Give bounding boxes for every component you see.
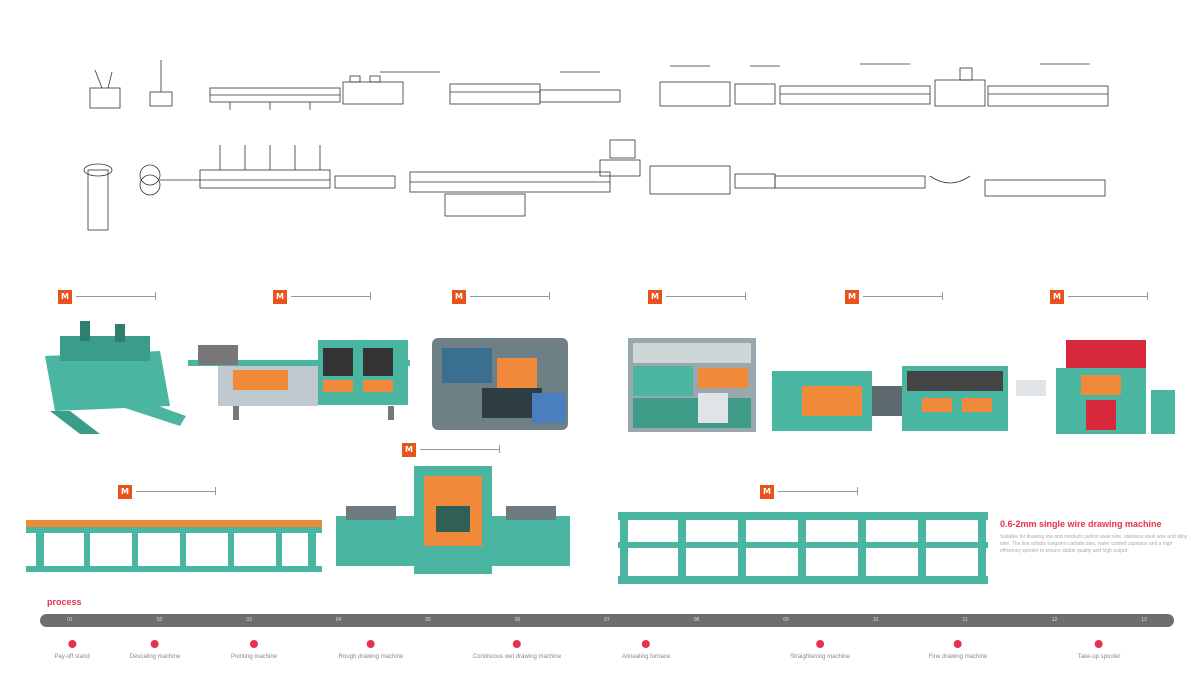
red-dot-icon <box>953 640 962 648</box>
drawing-line-photo <box>188 320 410 420</box>
timeline-segment-label: 10 <box>872 617 879 623</box>
brand-tag: M <box>273 290 371 304</box>
brand-tag: M <box>1050 290 1148 304</box>
process-timeline-bar: 01 02 03 04 05 06 07 08 09 10 11 12 13 <box>40 614 1174 627</box>
descaling-unit-photo <box>628 338 756 432</box>
timeline-segment-label: 04 <box>335 617 342 623</box>
wet-drawing-machine-photo <box>772 346 1008 438</box>
logo-icon: M <box>273 290 287 304</box>
red-dot-icon <box>150 640 159 648</box>
layout-drawing-bottom-row <box>60 130 1140 240</box>
cooling-frame-photo <box>618 512 988 586</box>
red-dot-icon <box>1094 640 1103 648</box>
process-step: Continuous wet drawing machine <box>473 640 561 660</box>
process-step-label: Pay-off stand <box>54 654 90 660</box>
brand-tag: M <box>118 485 216 499</box>
red-dot-icon <box>250 640 258 648</box>
timeline-segment-label: 07 <box>604 617 610 623</box>
layout-drawing-top-row <box>60 50 1140 120</box>
process-step: Straightening machine <box>790 640 850 660</box>
process-step: Pointing machine <box>231 640 277 660</box>
payoff-machine-photo <box>40 316 186 440</box>
process-step-label: Rough drawing machine <box>338 654 404 660</box>
timeline-segment-label: 06 <box>514 617 521 623</box>
timeline-segment-label: 01 <box>67 617 73 623</box>
logo-icon: M <box>845 290 859 304</box>
brand-tag: M <box>58 290 156 304</box>
die-box-closeup-photo <box>432 338 568 430</box>
red-dot-icon <box>367 640 375 648</box>
process-step: Fine drawing machine <box>928 640 988 660</box>
timeline-segment-label: 11 <box>962 617 968 623</box>
process-step-label: Fine drawing machine <box>928 654 988 660</box>
red-dot-icon <box>816 640 824 648</box>
logo-icon: M <box>452 290 466 304</box>
timeline-segment-label: 13 <box>1141 617 1147 623</box>
annealing-furnace-photo <box>1016 340 1178 436</box>
logo-icon: M <box>1050 290 1064 304</box>
logo-icon: M <box>58 290 72 304</box>
timeline-segment-label: 12 <box>1051 617 1058 623</box>
brand-tag: M <box>452 290 550 304</box>
straightening-frame-photo <box>26 520 322 574</box>
timeline-segment-label: 09 <box>783 617 789 623</box>
timeline-segment-label: 08 <box>693 617 700 623</box>
process-step: Pay-off stand <box>54 640 90 660</box>
process-step: Annealing furnace <box>622 640 670 660</box>
logo-icon: M <box>648 290 662 304</box>
brand-tag: M <box>648 290 746 304</box>
process-step-label: Annealing furnace <box>621 654 671 660</box>
logo-icon: M <box>118 485 132 499</box>
machine-description: Suitable for drawing low and medium carb… <box>1000 534 1188 554</box>
process-step: Rough drawing machine <box>338 640 404 660</box>
timeline-segment-label: 05 <box>425 617 431 623</box>
process-step-label: Take-up spooler <box>1077 654 1121 660</box>
process-step: Descaling machine <box>129 640 181 660</box>
process-step-label: Pointing machine <box>230 654 278 660</box>
machine-title: 0.6-2mm single wire drawing machine <box>1000 519 1162 529</box>
process-step-label: Straightening machine <box>790 654 850 660</box>
logo-icon: M <box>402 443 416 457</box>
brand-tag: M <box>760 485 858 499</box>
brand-tag: M <box>845 290 943 304</box>
red-dot-icon <box>68 640 76 648</box>
process-title: process <box>47 597 82 607</box>
brand-tag: M <box>402 443 500 457</box>
logo-icon: M <box>760 485 774 499</box>
process-step-label: Descaling machine <box>129 654 181 660</box>
process-step-label: Continuous wet drawing machine <box>472 654 562 660</box>
process-step: Take-up spooler <box>1077 640 1121 660</box>
timeline-segment-label: 02 <box>156 617 163 623</box>
red-dot-icon <box>512 640 521 648</box>
take-up-machine-photo <box>336 466 570 578</box>
red-dot-icon <box>642 640 650 648</box>
timeline-segment-label: 03 <box>246 617 252 623</box>
